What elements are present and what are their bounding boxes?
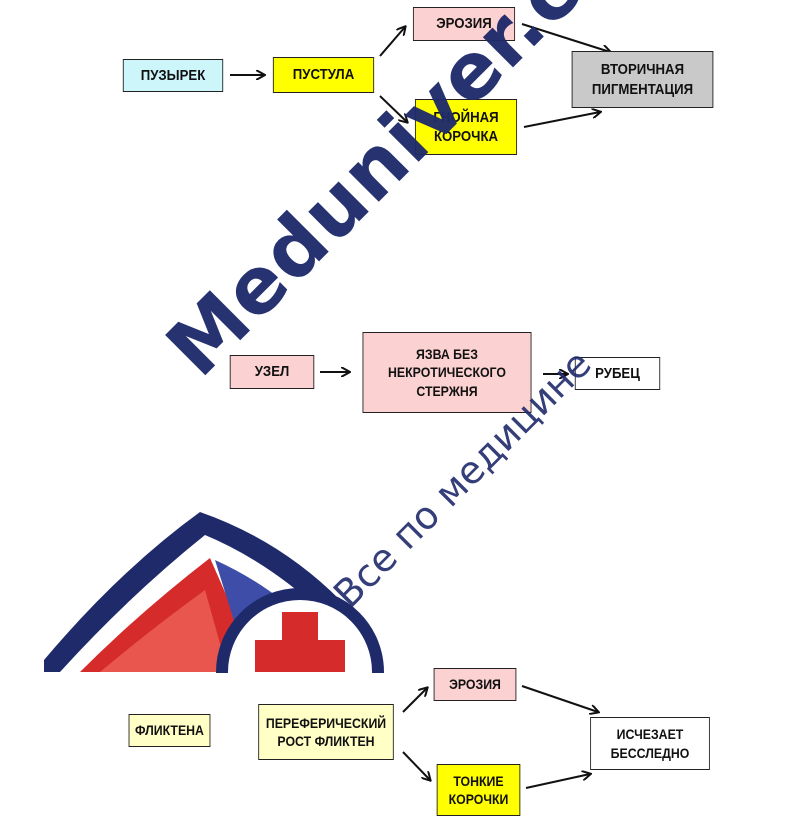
box-bubble: ПУЗЫРЕК bbox=[122, 59, 224, 92]
box-erosion-3: ЭРОЗИЯ bbox=[433, 668, 517, 701]
arrow-crust-to-pigmentation bbox=[523, 112, 600, 128]
box-phlyctena: ФЛИКТЕНА bbox=[128, 714, 211, 747]
arrow-erosion-to-pigmentation bbox=[521, 23, 610, 52]
arrow-crusts-to-disappears bbox=[525, 774, 590, 789]
box-ulcer: ЯЗВА БЕЗ НЕКРОТИЧЕСКОГО СТЕРЖНЯ bbox=[362, 332, 532, 413]
arrow-pustule-to-crust bbox=[379, 95, 407, 122]
box-scar: РУБЕЦ bbox=[574, 357, 661, 390]
arrow-pustule-to-erosion bbox=[379, 27, 405, 57]
arrow-growth-to-erosion bbox=[402, 688, 427, 713]
arrow-growth-to-crusts bbox=[402, 751, 430, 780]
box-peripheral-growth: ПЕРЕФЕРИЧЕСКИЙ РОСТ ФЛИКТЕН bbox=[258, 704, 394, 760]
box-thin-crusts: ТОНКИЕ КОРОЧКИ bbox=[436, 764, 521, 816]
box-secondary-pigmentation: ВТОРИЧНАЯ ПИГМЕНТАЦИЯ bbox=[571, 51, 714, 108]
box-node: УЗЕЛ bbox=[229, 355, 315, 389]
box-pustule: ПУСТУЛА bbox=[272, 57, 375, 93]
box-disappears: ИСЧЕЗАЕТ БЕССЛЕДНО bbox=[590, 717, 710, 770]
box-purulent-crust: ГНОЙНАЯ КОРОЧКА bbox=[414, 99, 518, 155]
arrow-erosion-to-disappears bbox=[521, 685, 598, 712]
box-erosion-1: ЭРОЗИЯ bbox=[412, 7, 516, 41]
